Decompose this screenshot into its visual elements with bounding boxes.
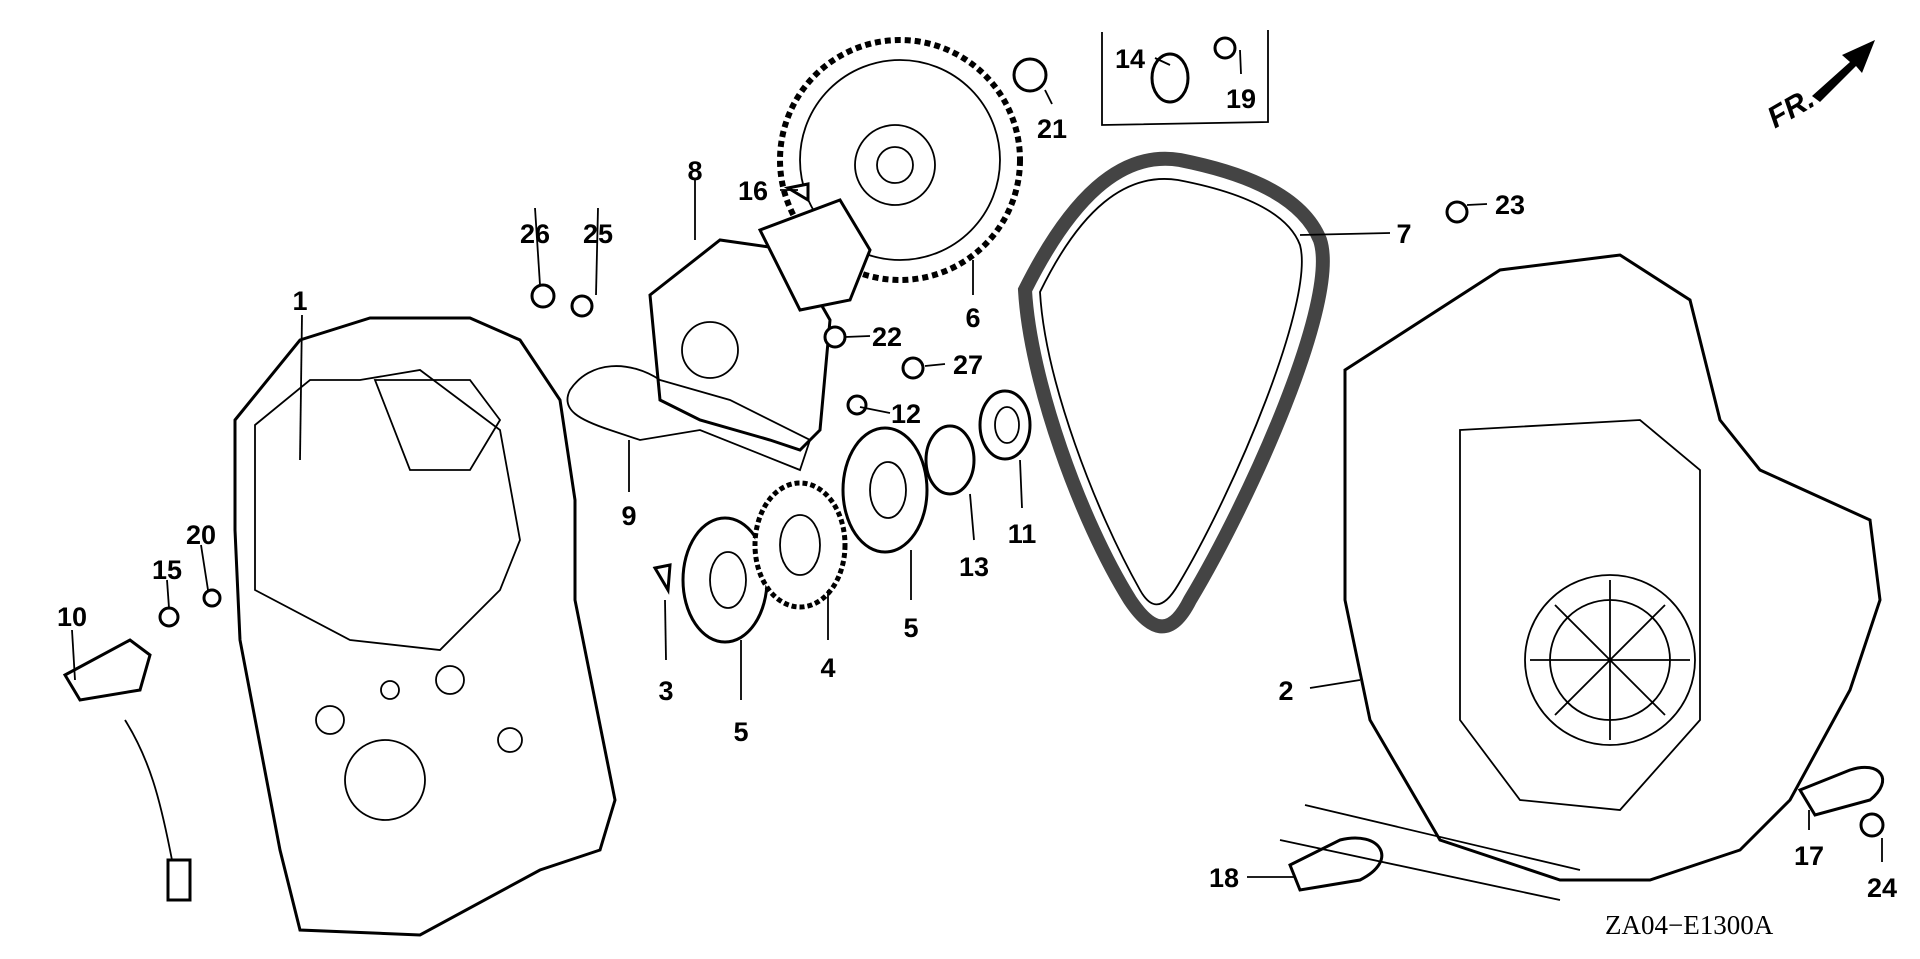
part-4-crank-pulley[interactable] bbox=[752, 480, 848, 610]
callout-8: 8 bbox=[687, 156, 702, 186]
inset-box-14-19 bbox=[1101, 30, 1269, 126]
front-direction-marker: FR. bbox=[1762, 40, 1875, 135]
callout-21: 21 bbox=[1037, 114, 1067, 144]
part-8-water-pump[interactable] bbox=[648, 198, 872, 452]
part-13-washer[interactable] bbox=[924, 424, 976, 496]
callout-13: 13 bbox=[959, 552, 989, 582]
callout-22: 22 bbox=[872, 322, 902, 352]
callout-24: 24 bbox=[1867, 873, 1897, 903]
callout-2: 2 bbox=[1278, 676, 1293, 706]
part-18-clip[interactable] bbox=[1288, 836, 1384, 892]
callout-9: 9 bbox=[621, 501, 636, 531]
fr-label: FR. bbox=[1762, 82, 1820, 135]
callout-12: 12 bbox=[891, 399, 921, 429]
leader-lines bbox=[71, 49, 1883, 878]
callout-14: 14 bbox=[1115, 44, 1145, 74]
diagram-code: ZA04−E1300A bbox=[1605, 910, 1774, 940]
small-fasteners[interactable] bbox=[158, 36, 1885, 838]
callout-18: 18 bbox=[1209, 863, 1239, 893]
part-9-gasket[interactable] bbox=[566, 365, 812, 472]
callout-7: 7 bbox=[1396, 219, 1411, 249]
callout-19: 19 bbox=[1226, 84, 1256, 114]
part-11-nut[interactable] bbox=[978, 389, 1032, 461]
part-10-sensor-bracket[interactable] bbox=[62, 638, 192, 902]
callout-4: 4 bbox=[820, 653, 835, 683]
callout-25: 25 bbox=[583, 219, 613, 249]
front-arrow-icon bbox=[1812, 40, 1875, 102]
callout-3: 3 bbox=[658, 676, 673, 706]
callout-1: 1 bbox=[292, 286, 307, 316]
part-18-bracket-line bbox=[1279, 804, 1581, 901]
part-17-clip[interactable] bbox=[1797, 765, 1884, 817]
callout-5: 5 bbox=[903, 613, 918, 643]
callout-10: 10 bbox=[57, 602, 87, 632]
callout-20: 20 bbox=[186, 520, 216, 550]
callout-5: 5 bbox=[733, 717, 748, 747]
callout-27: 27 bbox=[953, 350, 983, 380]
part-1-rear-cover[interactable] bbox=[233, 316, 617, 937]
callout-17: 17 bbox=[1794, 841, 1824, 871]
callout-15: 15 bbox=[152, 555, 182, 585]
callout-16: 16 bbox=[738, 176, 768, 206]
part-5-guide-plate-b[interactable] bbox=[841, 426, 929, 554]
callout-23: 23 bbox=[1495, 190, 1525, 220]
callout-6: 6 bbox=[965, 303, 980, 333]
callout-26: 26 bbox=[520, 219, 550, 249]
part-7-timing-belt[interactable] bbox=[1017, 151, 1330, 634]
callout-11: 11 bbox=[1008, 519, 1037, 549]
part-2-front-cover[interactable] bbox=[1343, 253, 1882, 882]
